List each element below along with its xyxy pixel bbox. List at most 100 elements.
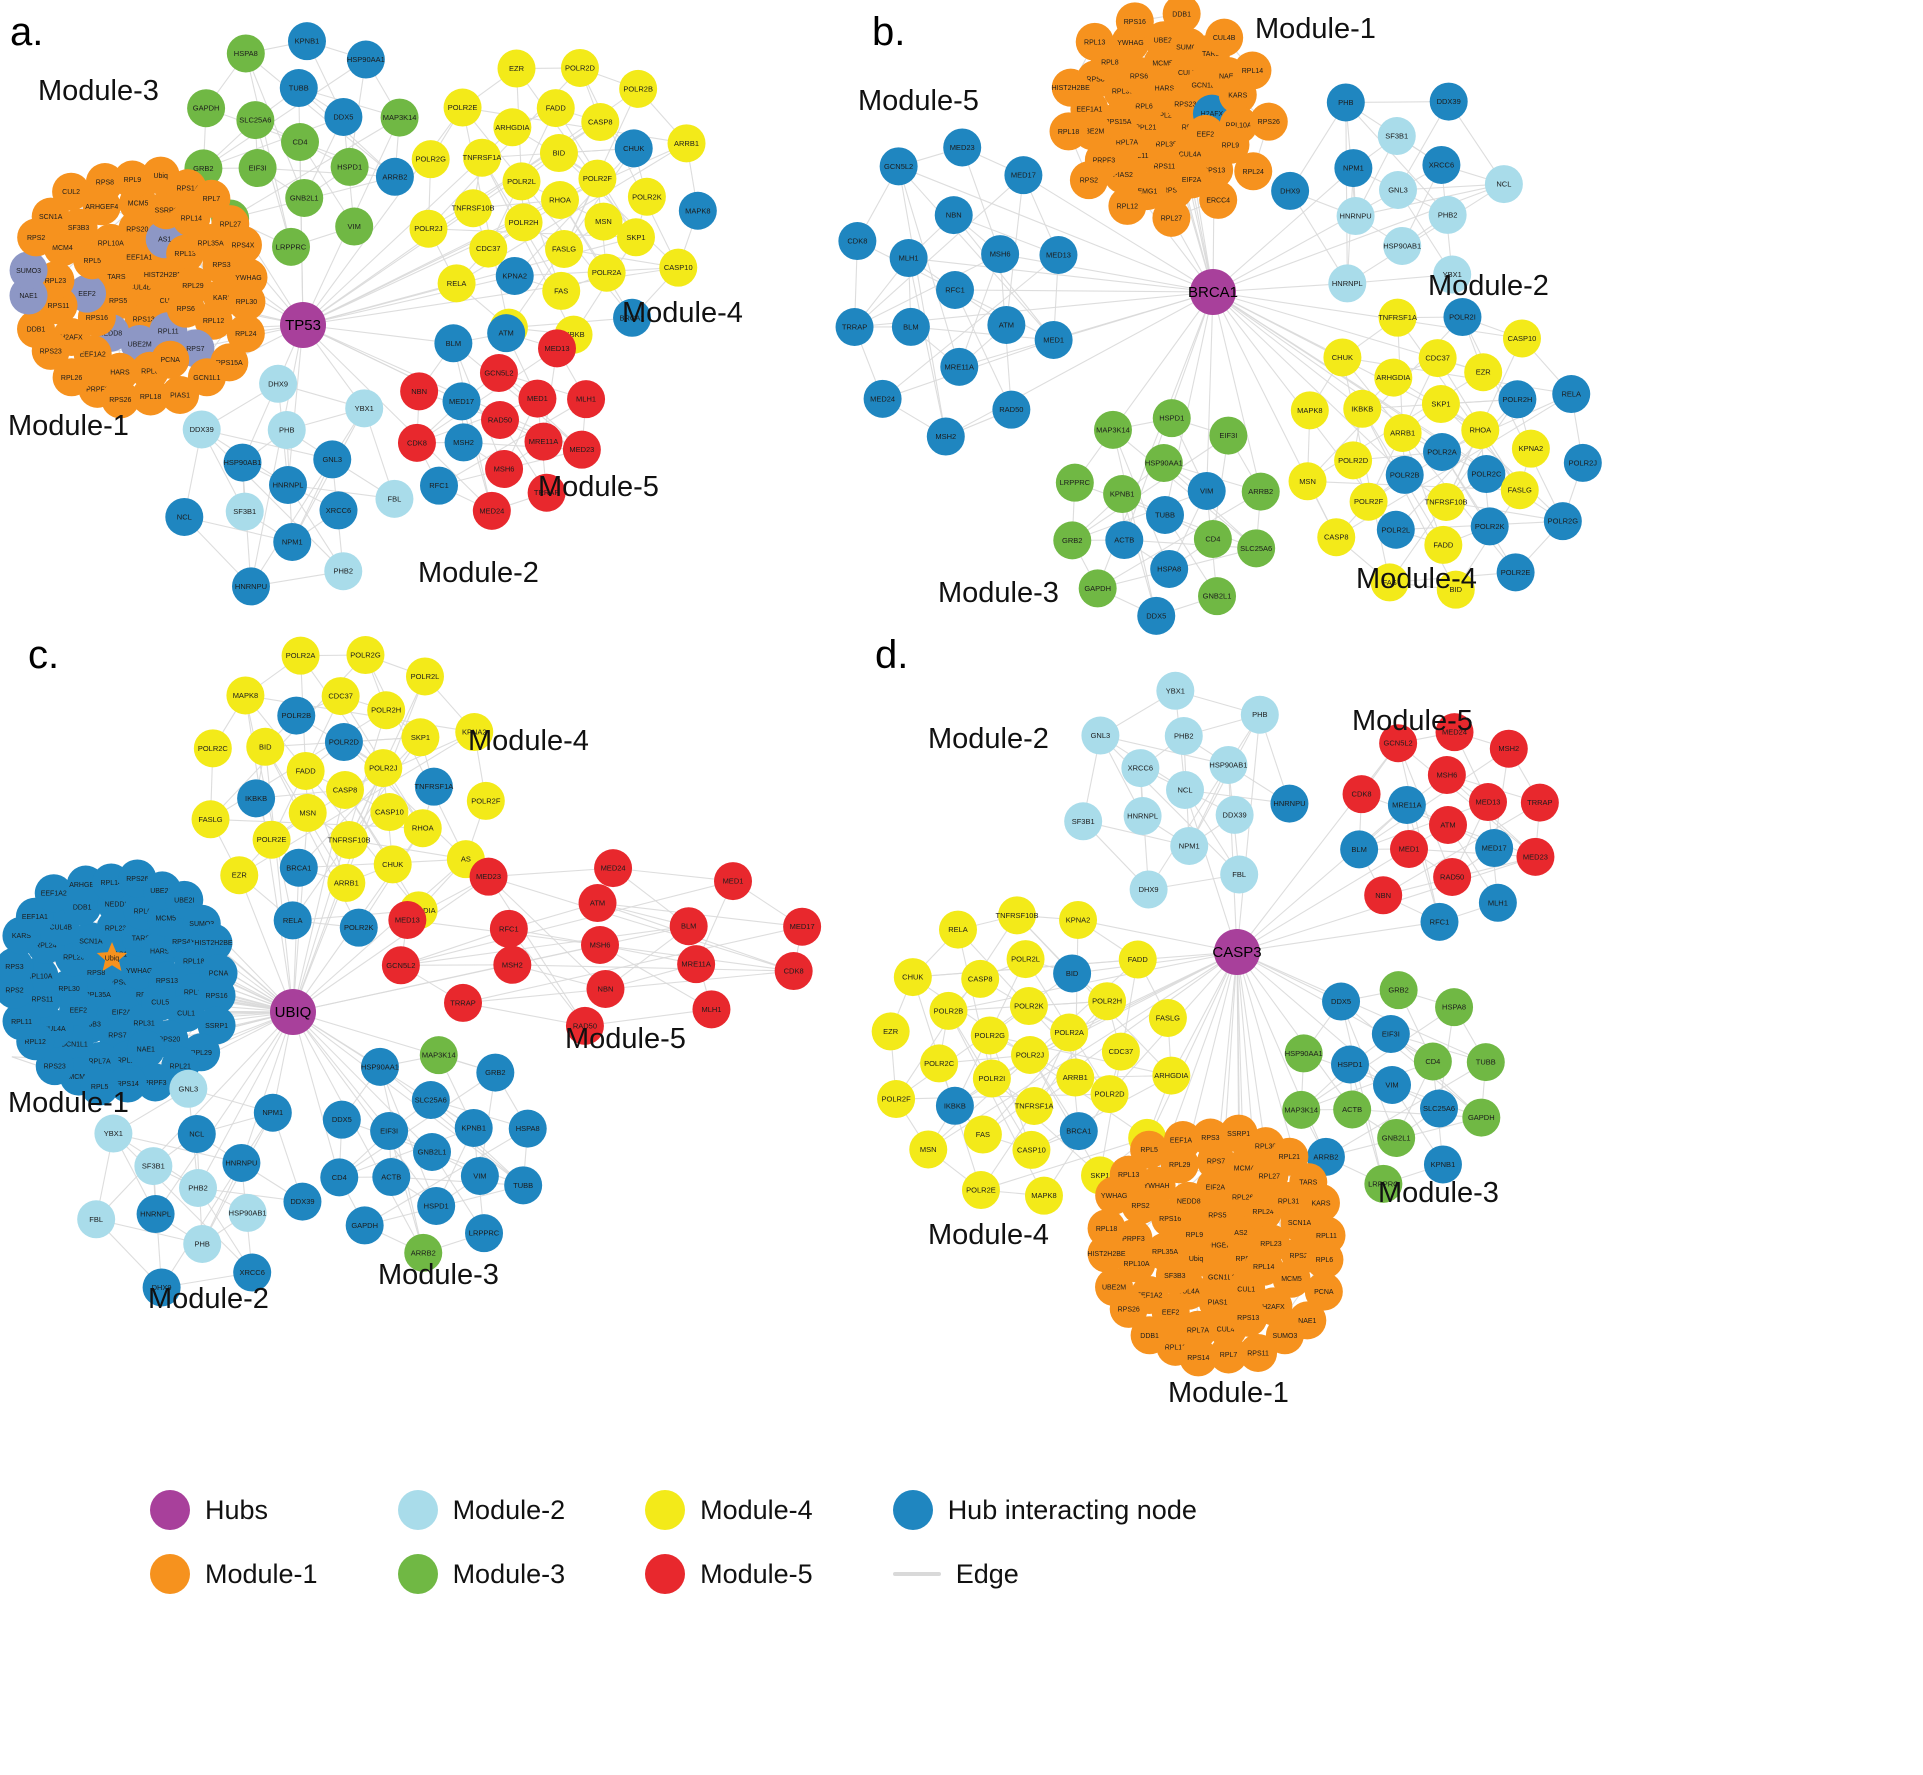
node-DDX39: DDX39 <box>182 410 221 449</box>
svg-text:SUMO3: SUMO3 <box>1272 1333 1297 1340</box>
svg-text:HNRNPU: HNRNPU <box>1340 212 1372 221</box>
svg-text:KPNA2: KPNA2 <box>502 271 527 280</box>
svg-text:RPL11: RPL11 <box>158 329 179 336</box>
svg-text:RFC1: RFC1 <box>429 481 449 490</box>
svg-text:HARS: HARS <box>150 948 170 955</box>
node-HSPD1: HSPD1 <box>1330 1045 1369 1084</box>
module-label-a: Module-4 <box>622 297 743 329</box>
svg-text:RPS4X: RPS4X <box>172 939 195 946</box>
svg-text:YWHAG: YWHAG <box>126 968 152 975</box>
node-MAP3K14: MAP3K14 <box>1282 1090 1321 1129</box>
svg-text:CUL4B: CUL4B <box>1213 35 1236 42</box>
svg-text:XRCC6: XRCC6 <box>326 506 351 515</box>
node-ATM: ATM <box>987 305 1026 344</box>
node-RPS16: RPS16 <box>197 976 236 1015</box>
svg-text:TRRAP: TRRAP <box>842 323 867 332</box>
node-MLH1: MLH1 <box>567 380 606 419</box>
svg-text:RPS26: RPS26 <box>1118 1306 1140 1313</box>
svg-text:RPS16: RPS16 <box>205 993 227 1000</box>
svg-text:RPS3: RPS3 <box>1201 1135 1219 1142</box>
svg-text:KARS: KARS <box>1311 1200 1330 1207</box>
node-ERCC4: ERCC4 <box>1199 180 1238 219</box>
node-RPS4X: RPS4X <box>223 225 262 264</box>
svg-text:RPL30: RPL30 <box>236 299 258 306</box>
node-POLR2A: POLR2A <box>281 636 320 675</box>
svg-text:GAPDH: GAPDH <box>1084 584 1111 593</box>
node-MSH6: MSH6 <box>485 449 524 488</box>
node-GNB2L1: GNB2L1 <box>285 178 324 217</box>
svg-text:POLR2F: POLR2F <box>882 1095 912 1104</box>
node-RPL35A: RPL35A <box>1146 1232 1185 1271</box>
svg-text:CASP10: CASP10 <box>1508 334 1537 343</box>
svg-text:RPS4X: RPS4X <box>231 242 254 249</box>
node-POLR2B: POLR2B <box>277 696 316 735</box>
svg-text:POLR2A: POLR2A <box>286 651 316 660</box>
node-DDX5: DDX5 <box>324 97 363 136</box>
svg-text:NAE1: NAE1 <box>19 293 37 300</box>
svg-text:SKP1: SKP1 <box>411 733 430 742</box>
svg-text:RPL30: RPL30 <box>58 986 80 993</box>
node-IKBKB: IKBKB <box>935 1086 974 1125</box>
node-Ubiq: Ubiq <box>96 942 128 971</box>
node-POLR2I: POLR2I <box>1443 298 1482 337</box>
svg-text:IKBKB: IKBKB <box>1351 404 1373 413</box>
node-RPL5: RPL5 <box>1130 1130 1169 1169</box>
svg-text:MSN: MSN <box>595 217 612 226</box>
node-XRCC6: XRCC6 <box>233 1253 272 1292</box>
node-MSH2: MSH2 <box>493 945 532 984</box>
svg-text:FADD: FADD <box>1433 540 1454 549</box>
node-BID: BID <box>539 134 578 173</box>
svg-text:EEF1A1: EEF1A1 <box>126 255 152 262</box>
svg-text:NCL: NCL <box>177 512 192 521</box>
node-UBE2M: UBE2M <box>1095 1268 1134 1307</box>
node-HSPA8: HSPA8 <box>1435 988 1474 1027</box>
svg-text:TUBB: TUBB <box>1476 1058 1496 1067</box>
svg-text:RELA: RELA <box>1561 390 1581 399</box>
svg-text:GCN1L1: GCN1L1 <box>1208 1274 1235 1281</box>
svg-text:HSPA8: HSPA8 <box>1157 564 1181 573</box>
node-CHUK: CHUK <box>614 129 653 168</box>
svg-text:CASP3: CASP3 <box>1212 944 1261 961</box>
svg-text:GAPDH: GAPDH <box>351 1221 378 1230</box>
svg-text:H2AFX: H2AFX <box>1201 111 1224 118</box>
svg-text:FBL: FBL <box>89 1215 103 1224</box>
svg-text:VIM: VIM <box>1385 1081 1398 1090</box>
svg-text:GRB2: GRB2 <box>193 164 213 173</box>
legend-item-hubs: Hubs <box>150 1490 318 1530</box>
svg-text:RPL23: RPL23 <box>1260 1241 1282 1248</box>
node-LRPPRC: LRPPRC <box>1055 463 1094 502</box>
svg-text:RPL24: RPL24 <box>1252 1209 1274 1216</box>
node-RELA: RELA <box>938 910 977 949</box>
svg-text:HNRNPL: HNRNPL <box>273 481 304 490</box>
node-HIST2H2BE: HIST2H2BE <box>194 923 233 962</box>
svg-text:DHX9: DHX9 <box>1280 186 1300 195</box>
node-GRB2: GRB2 <box>476 1053 515 1092</box>
svg-text:LRPPRC: LRPPRC <box>1060 478 1091 487</box>
panel-tag-a: a. <box>10 10 43 54</box>
node-BRCA1: BRCA1 <box>613 298 652 337</box>
svg-text:RAD50: RAD50 <box>573 1021 597 1030</box>
svg-text:RPS20: RPS20 <box>158 1037 180 1044</box>
svg-text:POLR2L: POLR2L <box>1011 955 1040 964</box>
node-FADD: FADD <box>1424 525 1463 564</box>
svg-text:CUL4A: CUL4A <box>1177 1288 1200 1295</box>
svg-text:TRRAP: TRRAP <box>450 998 475 1007</box>
svg-text:DHX9: DHX9 <box>268 379 288 388</box>
svg-text:RPS7: RPS7 <box>186 346 204 353</box>
svg-text:RPL5: RPL5 <box>83 258 101 265</box>
svg-text:MED1: MED1 <box>723 877 744 886</box>
svg-text:RPS7: RPS7 <box>1207 1159 1225 1166</box>
svg-text:RPL12: RPL12 <box>1165 1344 1187 1351</box>
node-RPL24: RPL24 <box>1234 152 1273 191</box>
svg-text:KPNA2: KPNA2 <box>1519 444 1544 453</box>
node-DDX39: DDX39 <box>1429 82 1468 121</box>
svg-text:EEF1A1: EEF1A1 <box>22 914 48 921</box>
node-POLR2H: POLR2H <box>504 203 543 242</box>
node-ARRB1: ARRB1 <box>327 863 366 902</box>
node-RPS14: RPS14 <box>108 1064 147 1103</box>
svg-text:AS1: AS1 <box>158 237 171 244</box>
edge-swatch <box>892 1572 941 1576</box>
svg-text:NPM1: NPM1 <box>282 537 303 546</box>
node-ARRB1: ARRB1 <box>667 124 706 163</box>
